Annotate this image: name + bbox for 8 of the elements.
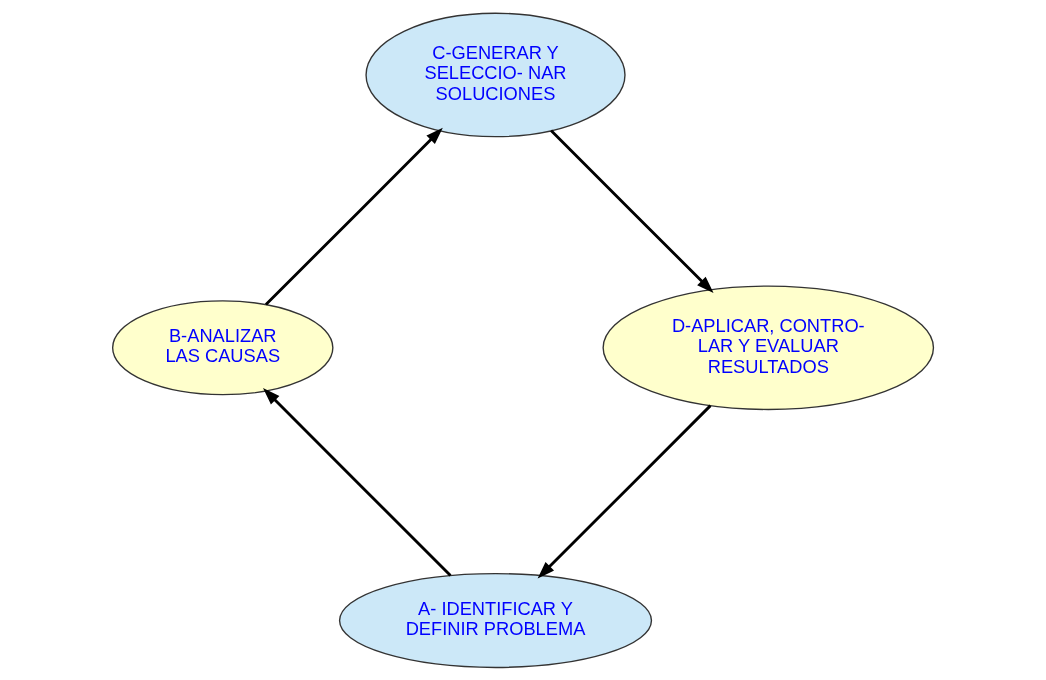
arrow [264,127,443,306]
arrow [263,387,452,577]
node-ellipse: C-GENERAR Y SELECCIO- NAR SOLUCIONES [365,12,626,137]
node-ellipse: D-APLICAR, CONTRO- LAR Y EVALUAR RESULTADOS [602,284,935,410]
node-ellipse: B-ANALIZAR LAS CAUSAS [111,299,334,395]
node-ellipse: A- IDENTIFICAR Y DEFINIR PROBLEMA [338,572,653,668]
arrow [550,129,714,293]
arrow [537,404,712,578]
